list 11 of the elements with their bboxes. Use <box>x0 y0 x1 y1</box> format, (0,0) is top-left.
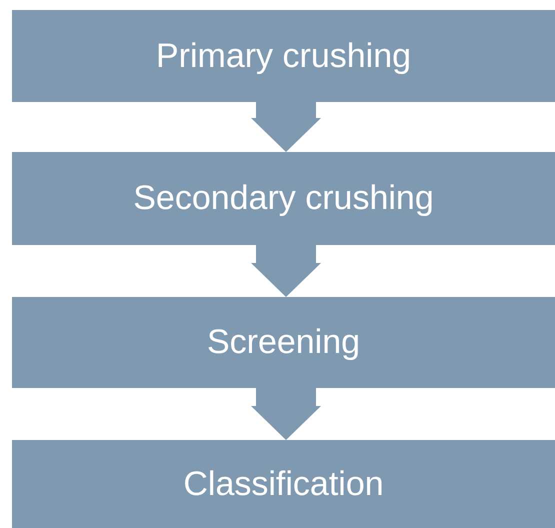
block-arrow <box>251 245 321 297</box>
process-box <box>12 10 555 102</box>
step-label: Secondary crushing <box>133 179 434 218</box>
step-label: Classification <box>183 464 384 504</box>
block-arrow <box>251 102 321 152</box>
process-box <box>12 297 555 388</box>
step-label: Primary crushing <box>156 36 412 76</box>
process-box <box>12 440 555 528</box>
step-label: Screening <box>206 323 360 362</box>
process-box <box>12 152 555 245</box>
block-arrow <box>251 388 321 440</box>
